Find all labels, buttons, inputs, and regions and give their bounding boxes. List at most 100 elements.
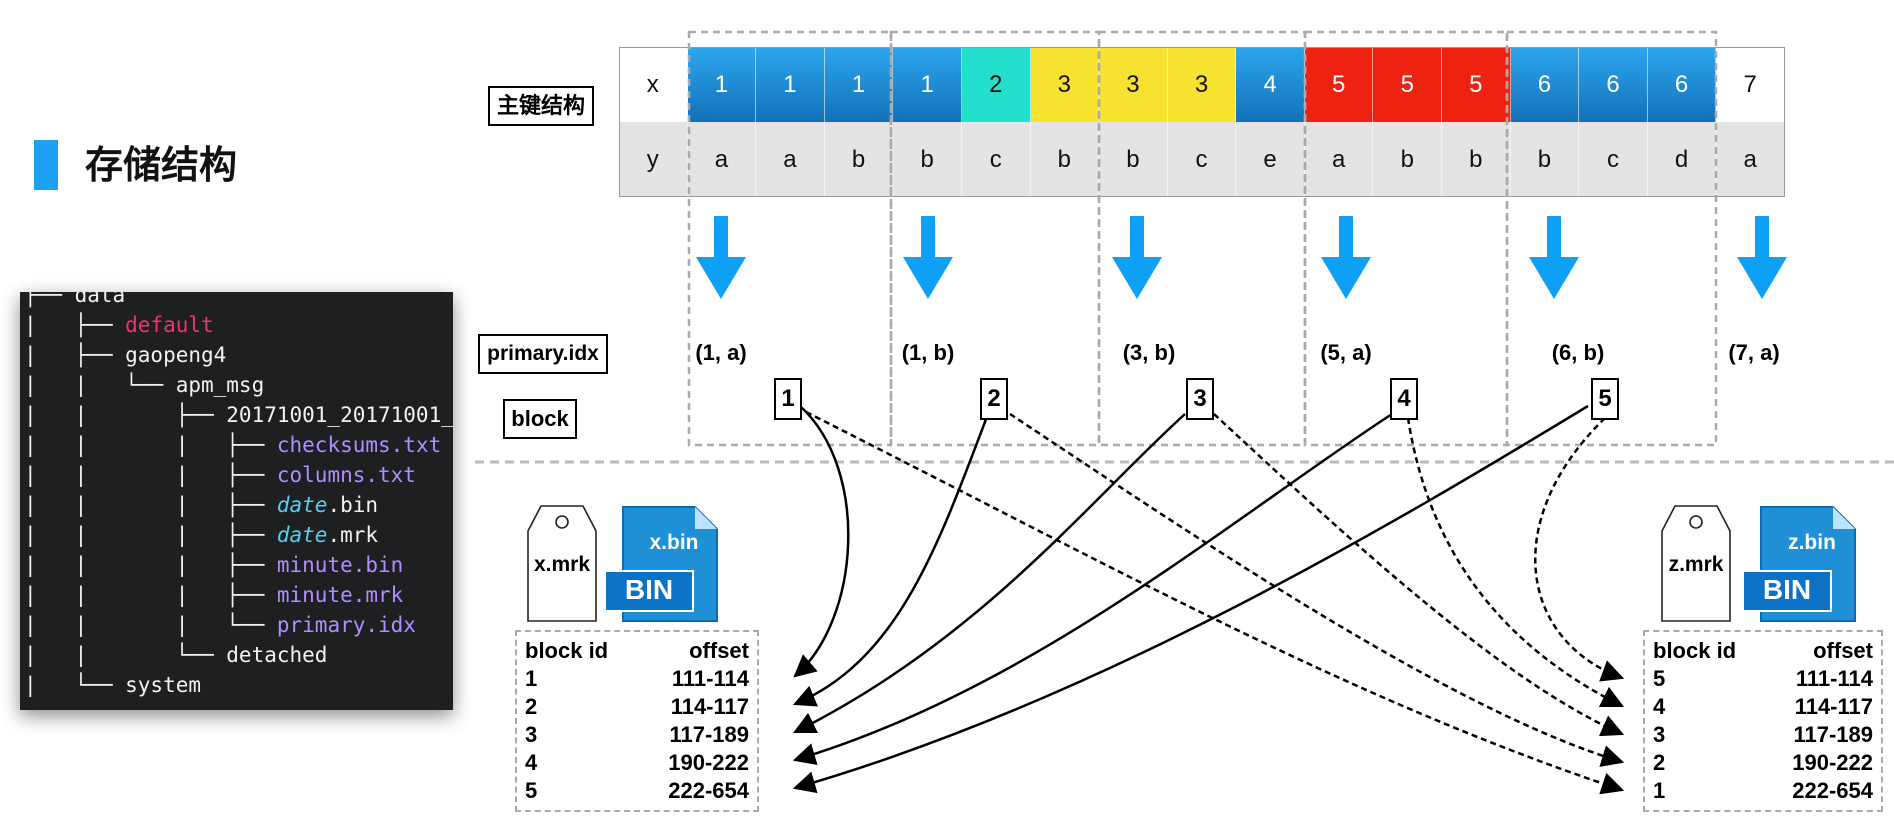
block-number-box: 1 <box>774 378 802 420</box>
tree-branch: | | | ├── <box>24 523 277 547</box>
dashed-connector <box>1406 417 1625 708</box>
table-row: 3 117-189 <box>525 722 749 750</box>
tree-entry-name: minute.bin <box>276 553 404 577</box>
tag-icon <box>527 505 597 622</box>
granule-coordinate: (1, b) <box>901 340 955 365</box>
key-cell-y: a <box>1304 122 1374 197</box>
offset-cell: offset <box>1813 638 1873 663</box>
granule-group-border <box>889 30 1101 447</box>
tree-entry-name: checksums.txt <box>276 433 442 457</box>
offset-cell: 111-114 <box>1795 666 1873 691</box>
key-cell-x: 6 <box>1510 47 1580 122</box>
block-number-box: 4 <box>1390 378 1418 420</box>
z-bin-label: z.bin <box>1788 531 1836 554</box>
tree-entry-name: minute.mrk <box>276 583 404 607</box>
key-cell-y: c <box>1579 122 1648 197</box>
x-mrk-label: x.mrk <box>533 553 591 576</box>
tree-branch: | | | ├── <box>24 553 277 577</box>
directory-tree-terminal: ├── data | ├── default | ├── gaopeng4 | | └… <box>20 292 453 710</box>
offset-cell: 222-654 <box>668 778 749 803</box>
tree-line: ├── data <box>24 292 125 310</box>
offset-cell: 190-222 <box>1792 750 1873 775</box>
key-cell-x: 3 <box>1167 47 1237 122</box>
tree-line: | | | └── primary.idx <box>24 610 416 640</box>
table-row: 2 114-117 <box>525 694 749 722</box>
tree-branch: | | | ├── <box>24 583 277 607</box>
key-cell-x: 7 <box>1716 47 1785 122</box>
key-cell-x: 6 <box>1647 47 1717 122</box>
down-arrow-icon <box>1529 216 1579 299</box>
tree-entry-name: primary.idx <box>276 613 416 637</box>
key-cell-x: 6 <box>1579 47 1648 122</box>
tree-line: | └── system <box>24 670 201 700</box>
solid-connector <box>792 404 1589 794</box>
tree-line: | ├── gaopeng4 <box>24 340 226 370</box>
z-bin-file-icon: z.bin BIN <box>1741 505 1859 628</box>
down-arrow-icon <box>903 216 953 299</box>
key-cell-x: 1 <box>824 47 894 122</box>
tree-branch: | ├── gaopeng4 <box>24 343 227 367</box>
solid-connector <box>792 413 1186 734</box>
offset-cell: 111-114 <box>671 666 749 691</box>
tree-branch: ├── data <box>24 292 126 307</box>
offset-cell: 190-222 <box>668 750 749 775</box>
key-cell-y: c <box>1167 122 1237 197</box>
z-bin-badge: BIN <box>1762 574 1812 605</box>
granule-coordinate: (5, a) <box>1320 340 1372 365</box>
block-id-cell: block id <box>525 638 609 663</box>
tree-line: | | ├── 20171001_20171001_0 <box>24 400 453 430</box>
down-arrow-icon <box>696 216 746 299</box>
solid-connector <box>792 413 990 707</box>
x-mrk-file-icon: x.mrk <box>527 505 597 628</box>
key-cell-x: 3 <box>1030 47 1100 122</box>
key-cell-x: 4 <box>1236 47 1305 122</box>
key-cell-y: b <box>824 122 894 197</box>
table-row: 1 111-114 <box>525 666 749 694</box>
tree-line: | | | ├── minute.mrk <box>24 580 403 610</box>
dashed-connector <box>1534 417 1625 682</box>
offset-cell: 114-117 <box>670 694 749 719</box>
table-row: 5 222-654 <box>525 778 749 806</box>
block-id-cell: 3 <box>1653 722 1666 747</box>
tree-entry-name: columns.txt <box>276 463 416 487</box>
down-arrow-icon <box>1737 216 1787 299</box>
granule-coordinate: (1, a) <box>695 340 747 365</box>
key-cell-x: 5 <box>1373 47 1443 122</box>
title-accent-bar <box>34 140 58 190</box>
tree-line: | ├── default <box>24 310 214 340</box>
block-id-cell: 1 <box>525 666 538 691</box>
offset-cell: 117-189 <box>669 722 749 747</box>
granule-coordinate: (6, b) <box>1551 340 1605 365</box>
tree-entry-name: date <box>276 493 328 517</box>
z-mrk-label: z.mrk <box>1668 553 1724 576</box>
key-cell-x: 1 <box>687 47 757 122</box>
tree-entry-name: date <box>276 523 328 547</box>
block-id-cell: 2 <box>525 694 538 719</box>
primary-idx-label: primary.idx <box>478 334 608 374</box>
key-cell-y: b <box>1099 122 1168 197</box>
key-cell-y: a <box>687 122 757 197</box>
block-id-cell: 1 <box>1653 778 1666 803</box>
key-cell-x: 1 <box>756 47 825 122</box>
block-id-cell: 5 <box>525 778 538 803</box>
block-id-cell: 3 <box>525 722 538 747</box>
tree-branch: | | └── detached <box>24 643 328 667</box>
primary-key-label: 主键结构 <box>488 86 594 126</box>
key-cell-y: a <box>756 122 825 197</box>
dashed-connector <box>805 410 1625 795</box>
tree-line: | | | ├── date.mrk <box>24 520 378 550</box>
tree-branch: | | | └── <box>24 613 277 637</box>
key-cell-y: e <box>1236 122 1305 197</box>
tree-line: | | | ├── date.bin <box>24 490 378 520</box>
tree-branch: | | | ├── <box>24 493 277 517</box>
section-title: 存储结构 <box>85 143 238 187</box>
block-number-box: 3 <box>1186 378 1214 420</box>
